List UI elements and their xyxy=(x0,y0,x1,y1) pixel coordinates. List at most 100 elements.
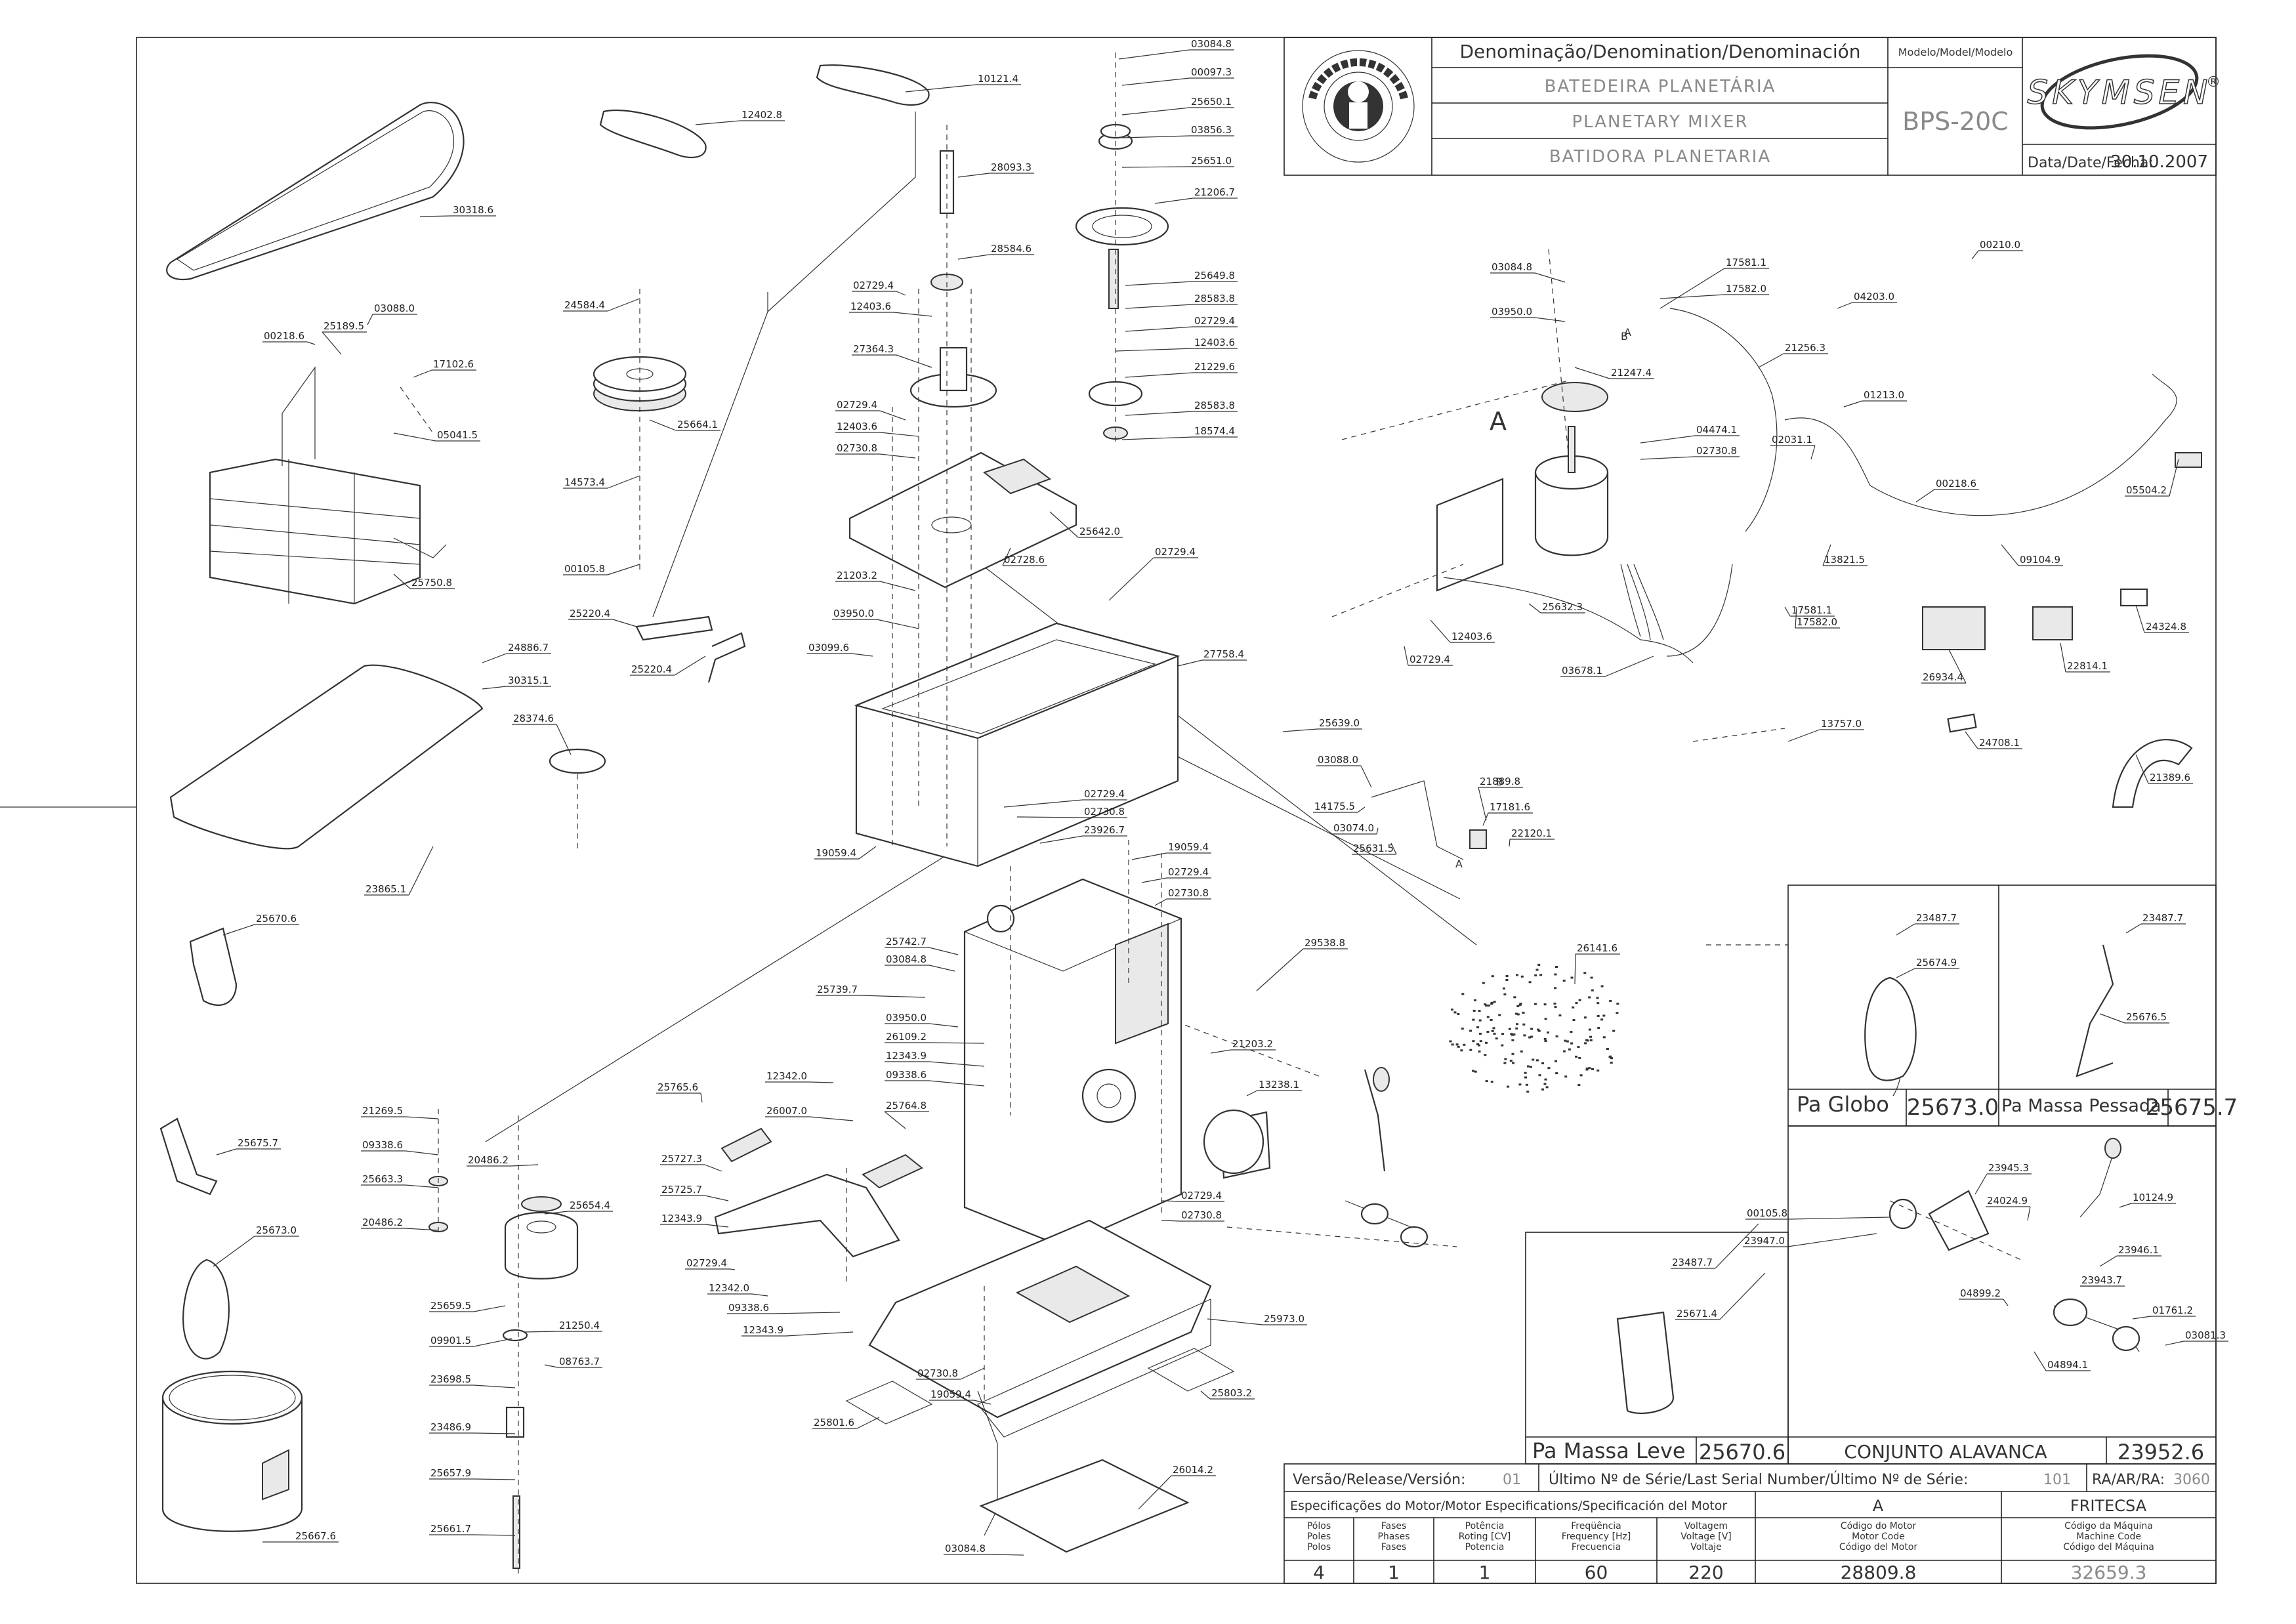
part-number-label: 25649.8 xyxy=(1194,270,1235,281)
part-number-label: 12403.6 xyxy=(1194,337,1235,348)
part-callout: 10121.4 xyxy=(905,73,1021,93)
fastener-dot xyxy=(1514,1012,1518,1015)
part-number-label: 03081.3 xyxy=(2185,1329,2226,1341)
part-callout: 12403.6 xyxy=(1430,619,1495,643)
fastener-dot xyxy=(1555,1072,1558,1075)
fastener-dot xyxy=(1589,1035,1593,1038)
part-number-label: 25639.0 xyxy=(1319,717,1360,729)
callout-leader xyxy=(1430,619,1451,643)
part-number-label: 03084.8 xyxy=(1492,261,1532,273)
part-number-label: 02728.6 xyxy=(1004,554,1045,566)
lever-housing xyxy=(1928,1190,1990,1251)
splash-guard xyxy=(2112,739,2193,808)
part-callout: 12342.0 xyxy=(765,1070,834,1083)
part-callout: 23487.7 xyxy=(1896,912,1959,936)
fastener-dot xyxy=(1575,1055,1578,1058)
part-number-label: 25642.0 xyxy=(1079,526,1120,537)
spec-header: Potencia xyxy=(1465,1542,1505,1552)
callout-leader xyxy=(419,215,452,217)
fastener-dot xyxy=(1526,1091,1530,1093)
machine-base xyxy=(868,1219,1212,1419)
part-number-label: 26934.4 xyxy=(1923,671,1963,683)
part-callout: 20486.2 xyxy=(467,1154,539,1167)
part-number-label: 13757.0 xyxy=(1821,718,1862,730)
callout-leader xyxy=(1039,835,1083,844)
fastener-dot xyxy=(1522,1023,1526,1026)
panel-name-globo: Pa Globo xyxy=(1797,1092,1889,1117)
fastener-dot xyxy=(1469,1030,1472,1032)
fastener-dot xyxy=(1534,1003,1537,1005)
fastener-dot xyxy=(1507,1085,1510,1088)
part-number-label: 01213.0 xyxy=(1864,389,1904,401)
part-number-label: 30318.6 xyxy=(453,204,493,216)
spec-value: 28809.8 xyxy=(1841,1562,1917,1583)
callout-leader xyxy=(929,1080,985,1087)
fastener-dot xyxy=(1520,975,1524,978)
fastener-dot xyxy=(1478,1010,1481,1012)
callout-leader xyxy=(905,84,977,93)
callout-leader xyxy=(1482,812,1489,826)
callout-leader xyxy=(607,298,640,312)
fastener-dot xyxy=(1519,1003,1522,1005)
part-callout: 25664.1 xyxy=(649,419,720,431)
fastener-dot xyxy=(1530,1028,1534,1030)
fastener-dot xyxy=(1516,1005,1520,1007)
callout-leader xyxy=(700,1093,703,1103)
model-header: Modelo/Model/Modelo xyxy=(1898,46,2013,58)
part-callout: 25671.4 xyxy=(1675,1272,1766,1320)
callout-leader xyxy=(1125,411,1194,416)
part-callout: 04474.1 xyxy=(1640,424,1740,444)
fastener-dot xyxy=(1535,1059,1539,1062)
fastener-dot xyxy=(1554,1006,1557,1009)
belt-large xyxy=(816,64,930,106)
callout-leader xyxy=(2169,459,2179,497)
bottom-plate xyxy=(979,1459,1190,1553)
part-number-label: 04203.0 xyxy=(1854,291,1894,302)
part-number-label: 25670.6 xyxy=(256,913,297,925)
part-number-label: 17581.1 xyxy=(1726,257,1766,268)
part-number-label: 09338.6 xyxy=(728,1302,769,1314)
part-callout: 22814.1 xyxy=(2060,642,2110,673)
part-callout: 21889.8 xyxy=(1478,776,1523,821)
spec-header: Frequency [Hz] xyxy=(1562,1531,1631,1542)
fastener-dot xyxy=(1476,1026,1480,1029)
callout-leader xyxy=(1719,1272,1766,1320)
part-callout: 25631.5 xyxy=(1352,843,1397,855)
callout-leader xyxy=(213,1236,255,1267)
part-callout: 28583.8 xyxy=(1125,400,1238,416)
part-number-label: 28583.8 xyxy=(1194,400,1235,411)
part-callout: 02729.4 xyxy=(685,1257,736,1270)
part-callout: 25725.7 xyxy=(660,1184,729,1201)
callout-leader xyxy=(1843,400,1863,407)
fastener-dot xyxy=(1472,1018,1475,1021)
callout-leader xyxy=(473,1432,516,1434)
part-callout: 21203.2 xyxy=(835,570,916,591)
fastener-dot xyxy=(1482,982,1485,984)
part-callout: 25667.6 xyxy=(262,1530,339,1543)
callout-leader xyxy=(2060,642,2066,673)
part-callout: 03074.0 xyxy=(1332,822,1379,835)
callout-leader xyxy=(1154,898,1167,906)
part-number-label: 17582.0 xyxy=(1797,616,1837,628)
fastener-dot xyxy=(1493,1032,1496,1035)
callout-leader xyxy=(1404,646,1409,666)
part-callout: 21269.5 xyxy=(361,1105,439,1119)
part-number-label: 00097.3 xyxy=(1191,66,1232,78)
fastener-scatter xyxy=(1449,963,1619,1093)
fastener-dot xyxy=(1474,999,1476,1001)
fastener-dot xyxy=(1538,1074,1541,1077)
callout-leader xyxy=(1200,1390,1211,1400)
panel-code-leve: 25670.6 xyxy=(1699,1440,1785,1465)
callout-leader xyxy=(1125,326,1194,332)
callout-leader xyxy=(1784,606,1791,617)
fastener-dot xyxy=(1457,1045,1460,1048)
callout-leader xyxy=(1002,547,1011,566)
part-callout: 03678.1 xyxy=(1560,656,1654,677)
callout-leader xyxy=(405,1228,439,1231)
part-number-label: 10124.9 xyxy=(2133,1192,2173,1203)
part-callout: 03084.8 xyxy=(1490,261,1566,283)
fastener-dot xyxy=(1555,1060,1557,1062)
part-number-label: 05504.2 xyxy=(2126,484,2167,496)
fastener-dot xyxy=(1584,1042,1587,1045)
part-callout: 23946.1 xyxy=(2099,1244,2161,1267)
